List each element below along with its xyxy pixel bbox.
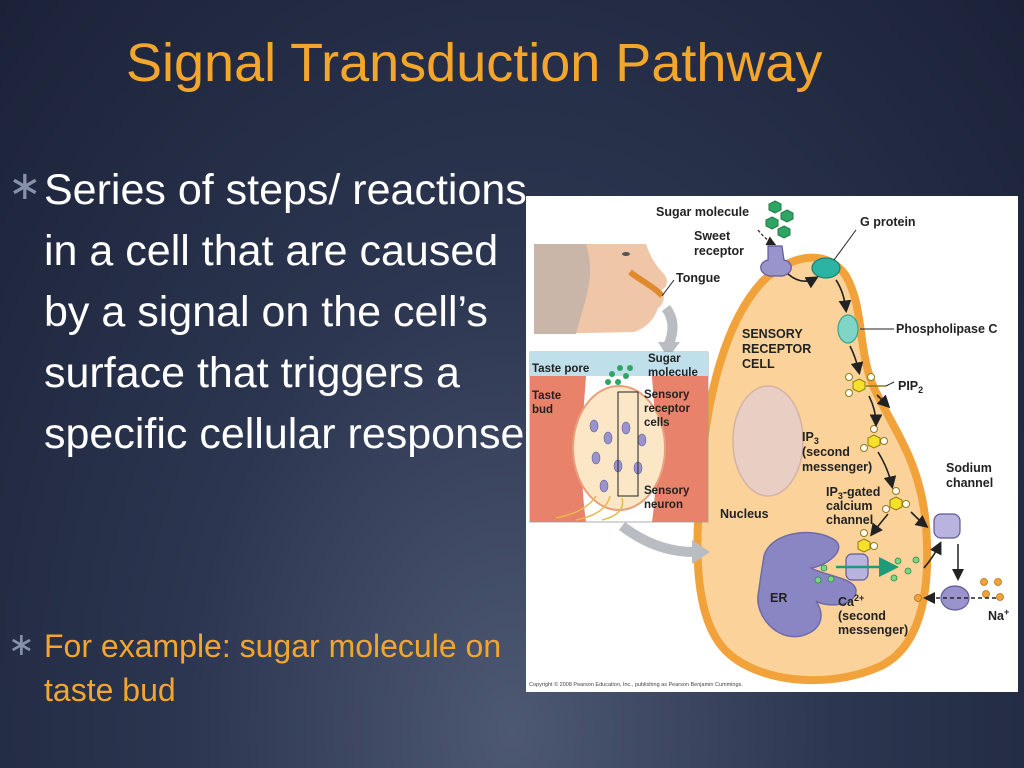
label-molecule: molecule <box>648 367 698 379</box>
label-cell: CELL <box>742 357 775 371</box>
label-calcium: calcium <box>826 499 873 513</box>
label-sodium: Sodium <box>946 461 992 475</box>
label-ip3: IP3 <box>802 430 819 446</box>
bullet-item-2: ∗ For example: sugar molecule on taste b… <box>8 624 508 712</box>
zoom-arrow-face <box>661 305 678 349</box>
sodium-ions <box>914 578 1004 602</box>
label-na: Na+ <box>988 607 1009 623</box>
g-protein <box>811 257 841 279</box>
nucleus <box>732 385 804 497</box>
label-ca-messenger: messenger) <box>838 623 908 637</box>
bullet-star-icon: ∗ <box>8 626 35 662</box>
endoplasmic-reticulum <box>757 531 857 638</box>
label-ca: Ca2+ <box>838 593 864 609</box>
label-g-protein: G protein <box>860 215 916 229</box>
bullet-text-2: For example: sugar molecule on taste bud <box>44 628 502 708</box>
pathway-arrows <box>787 273 942 569</box>
label-tongue: Tongue <box>676 271 720 285</box>
label-bud: bud <box>532 404 553 416</box>
label-phospholipase-c: Phospholipase C <box>896 322 997 336</box>
label-sweet: Sweet <box>694 229 731 243</box>
label-sugar-molecule: Sugar molecule <box>656 205 749 219</box>
face-illustration <box>534 244 675 334</box>
label-sensory-neuron-1: Sensory <box>644 485 690 497</box>
taste-bud-inset <box>529 351 709 523</box>
bullet-text-1: Series of steps/ reactions in a cell tha… <box>44 166 527 458</box>
figure-svg: Sugar molecule Sweet receptor Tongue G p… <box>529 200 1009 688</box>
label-pip2: PIP2 <box>898 379 923 395</box>
label-er: ER <box>770 591 787 605</box>
ip3-molecules <box>857 425 910 553</box>
sugar-molecules <box>765 200 794 239</box>
label-ca-second: (second <box>838 609 886 623</box>
bullet-star-icon: ∗ <box>8 164 42 208</box>
label-sugar: Sugar <box>648 353 681 365</box>
label-ip3-second: (second <box>802 445 850 459</box>
zoom-arrow-taste-bud <box>618 521 695 557</box>
label-receptor: receptor <box>694 244 744 258</box>
sodium-channel-open <box>940 585 970 611</box>
label-ip3-gated: IP3-gated <box>826 485 880 501</box>
label-sodium-channel: channel <box>946 476 993 490</box>
sweet-receptor <box>760 245 792 277</box>
copyright-text: Copyright © 2008 Pearson Education, Inc.… <box>529 681 743 688</box>
pip2-molecule <box>845 373 886 397</box>
label-taste: Taste <box>532 390 561 402</box>
label-receptor-small: receptor <box>644 403 691 415</box>
label-taste-pore: Taste pore <box>532 363 589 375</box>
sodium-channel-closed <box>933 513 961 539</box>
label-cells: cells <box>644 417 670 429</box>
phospholipase-c <box>837 314 859 344</box>
taste-transduction-figure: Sugar molecule Sweet receptor Tongue G p… <box>526 196 1018 692</box>
label-ip3-messenger: messenger) <box>802 460 872 474</box>
label-sensory-small: Sensory <box>644 389 690 401</box>
slide-title: Signal Transduction Pathway <box>126 33 823 93</box>
bullet-item-1: ∗ Series of steps/ reactions in a cell t… <box>8 160 528 465</box>
label-channel: channel <box>826 513 873 527</box>
sugar-binding-arrow <box>757 229 777 246</box>
label-sensory: SENSORY <box>742 327 803 341</box>
label-nucleus: Nucleus <box>720 507 769 521</box>
label-receptor-caps: RECEPTOR <box>742 342 811 356</box>
label-neuron: neuron <box>644 499 683 511</box>
